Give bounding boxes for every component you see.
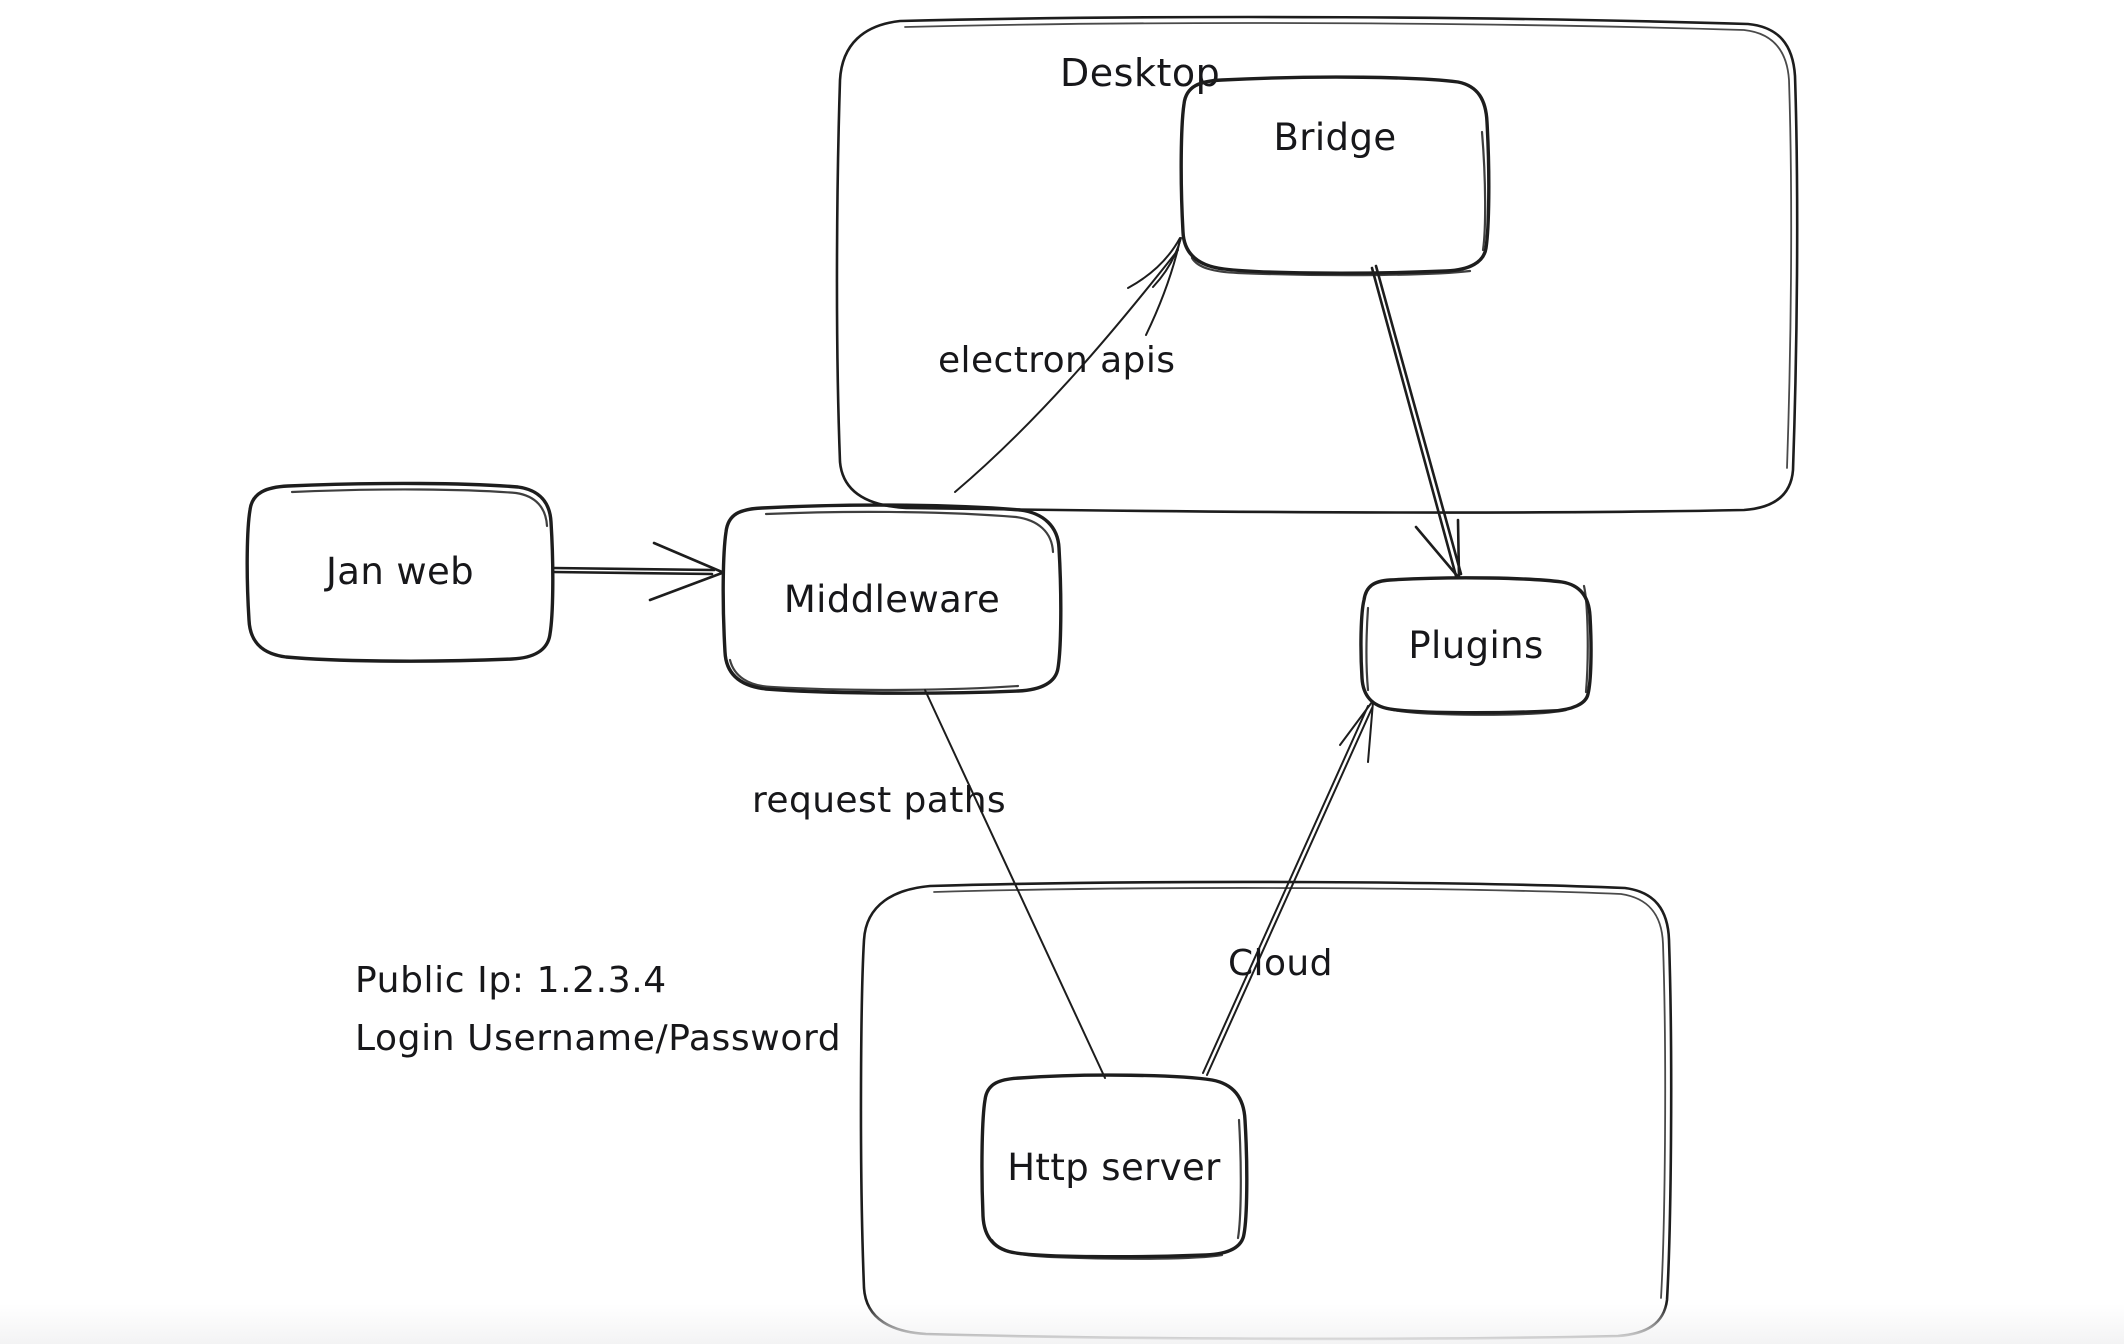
node-bridge[interactable]: Bridge [1179, 75, 1491, 277]
node-jan-web-label: Jan web [324, 550, 474, 593]
node-plugins[interactable]: Plugins [1359, 576, 1593, 716]
node-middleware[interactable]: Middleware [721, 503, 1063, 695]
node-http-server-label: Http server [1007, 1146, 1221, 1189]
group-desktop[interactable]: Desktop [835, 15, 1799, 514]
node-jan-web[interactable]: Jan web [245, 481, 555, 663]
node-http-server[interactable]: Http server [980, 1073, 1249, 1260]
edge-middleware-to-bridge: electron apis [938, 237, 1182, 493]
node-middleware-label: Middleware [784, 578, 1000, 621]
node-plugins-label: Plugins [1408, 624, 1543, 667]
edge-http-server-to-plugins [1202, 701, 1374, 1076]
edge-label-request-paths: request paths [752, 780, 1006, 821]
edge-label-cloud: Cloud [1228, 943, 1333, 984]
node-bridge-label: Bridge [1273, 116, 1396, 159]
edge-bridge-to-plugins [1370, 264, 1463, 580]
edge-jan-web-to-middleware [551, 541, 724, 602]
edge-middleware-to-http-server [924, 689, 1106, 1079]
note-public-ip: Public Ip: 1.2.3.4 [355, 960, 667, 1001]
group-desktop-label: Desktop [1060, 51, 1220, 95]
edge-label-electron-apis: electron apis [938, 340, 1175, 381]
note-login-credentials: Login Username/Password [355, 1018, 841, 1059]
